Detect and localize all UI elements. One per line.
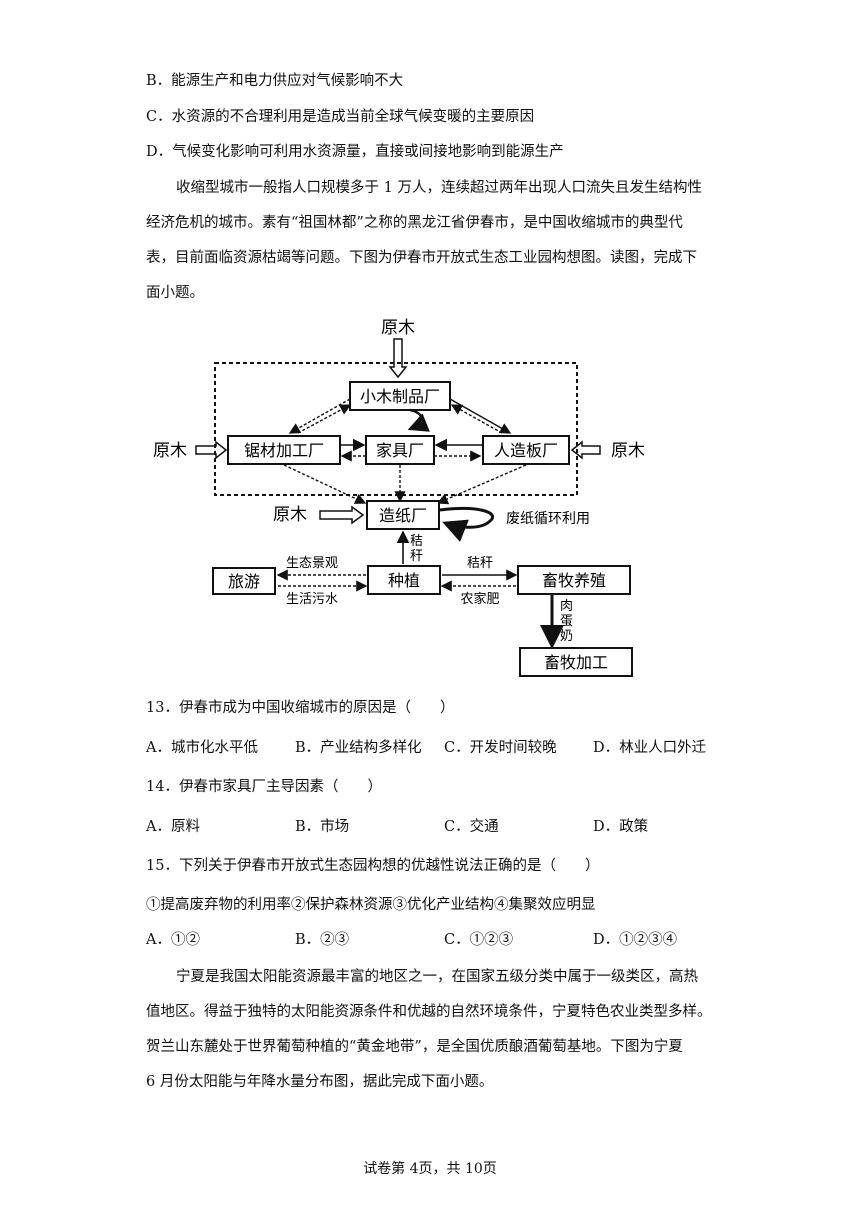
raw-wood-right-arrow xyxy=(570,440,601,460)
passage1-line: 面小题。 xyxy=(146,285,204,301)
passage2-line: 贺兰山东麓处于世界葡萄种植的“黄金地带”，是全国优质酿酒葡萄基地。下图为宁夏 xyxy=(146,1039,683,1055)
q13-option-a[interactable]: A．城市化水平低 xyxy=(146,740,258,756)
sawmill-box xyxy=(227,435,341,465)
livestock-processing-box xyxy=(519,647,633,677)
page-footer: 试卷第 4页，共 10页 xyxy=(363,1161,497,1177)
furniture-factory-label: 家具厂 xyxy=(376,441,424,460)
q13-stem: 13．伊春市成为中国收缩城市的原因是（ ） xyxy=(146,700,455,716)
livestock-label: 畜牧养殖 xyxy=(542,571,606,590)
q15-statements: ①提高废弃物的利用率②保护森林资源③优化产业结构④集聚效应明显 xyxy=(146,897,596,913)
prev-option-d: D．气候变化影响可利用水资源量，直接或间接地影响到能源生产 xyxy=(146,144,564,160)
raw-wood-right-label: 原木 xyxy=(611,441,645,461)
raw-wood-top-label: 原木 xyxy=(381,318,415,338)
passage1-line: 收缩型城市一般指人口规模多于 1 万人，连续超过两年出现人口流失且发生结构性 xyxy=(176,180,702,196)
milk-label: 奶 xyxy=(560,629,573,644)
planting-box xyxy=(367,565,441,595)
q13-option-b[interactable]: B．产业结构多样化 xyxy=(295,740,422,756)
straw-label-1: 秸 xyxy=(410,534,423,549)
q15-option-d[interactable]: D．①②③④ xyxy=(593,932,678,948)
passage2-line: 值地区。得益于独特的太阳能资源条件和优越的自然环境条件，宁夏特色农业类型多样。 xyxy=(146,1004,712,1020)
raw-wood-top-arrow xyxy=(388,338,408,379)
raw-wood-left-arrow xyxy=(195,440,228,460)
waste-paper-loop-arrow xyxy=(439,506,494,542)
small-wood-to-furniture-arrow xyxy=(407,408,430,432)
sawmill-label: 锯材加工厂 xyxy=(244,441,324,460)
manure-label: 农家肥 xyxy=(460,591,499,607)
sawmill-small-wood-dashed-arrow xyxy=(297,404,352,434)
panel-factory-box xyxy=(482,435,570,465)
passage2-line: 宁夏是我国太阳能资源最丰富的地区之一，在国家五级分类中属于一级类区，高热 xyxy=(176,969,698,985)
paper-mill-label: 造纸厂 xyxy=(379,506,427,525)
paper-mill-box xyxy=(366,500,440,530)
straw-label-2: 秆 xyxy=(410,549,423,564)
egg-label: 蛋 xyxy=(560,614,573,629)
tourism-box xyxy=(212,567,276,595)
small-wood-factory-label: 小木制品厂 xyxy=(360,387,440,406)
q14-option-a[interactable]: A．原料 xyxy=(146,819,200,835)
q13-option-c[interactable]: C．开发时间较晚 xyxy=(444,740,557,756)
small-wood-sawmill-dashed-arrow xyxy=(288,398,351,434)
straw-h-label: 秸秆 xyxy=(467,556,493,571)
sewage-label: 生活污水 xyxy=(286,592,338,607)
planting-label: 种植 xyxy=(388,571,420,590)
q14-option-d[interactable]: D．政策 xyxy=(593,819,649,835)
tourism-label: 旅游 xyxy=(228,572,260,591)
eco-landscape-label: 生态景观 xyxy=(286,556,338,571)
panel-factory-label: 人造板厂 xyxy=(494,441,558,460)
q14-option-c[interactable]: C．交通 xyxy=(444,819,499,835)
sawmill-to-paper-dashed-arrow xyxy=(283,464,367,504)
q15-option-a[interactable]: A．①② xyxy=(146,932,200,948)
small-wood-panel-arrow xyxy=(449,398,512,434)
raw-wood-paper-label: 原木 xyxy=(273,505,307,525)
panel-small-wood-dashed-arrow xyxy=(450,404,503,434)
q15-option-c[interactable]: C．①②③ xyxy=(444,932,514,948)
livestock-box xyxy=(517,565,631,595)
prev-option-b: B．能源生产和电力供应对气候影响不大 xyxy=(146,73,404,89)
small-wood-factory-box xyxy=(349,381,451,411)
q14-stem: 14．伊春市家具厂主导因素（ ） xyxy=(146,779,382,795)
passage2-line: 6 月份太阳能与年降水量分布图，据此完成下面小题。 xyxy=(146,1074,494,1090)
q14-option-b[interactable]: B．市场 xyxy=(295,819,350,835)
passage1-line: 经济危机的城市。素有“祖国林都”之称的黑龙江省伊春市，是中国收缩城市的典型代 xyxy=(146,215,683,231)
passage1-line: 表，目前面临资源枯竭等问题。下图为伊春市开放式生态工业园构想图。读图，完成下 xyxy=(146,250,697,266)
raw-wood-left-label: 原木 xyxy=(153,441,187,461)
furniture-factory-box xyxy=(365,435,435,465)
q15-option-b[interactable]: B．②③ xyxy=(295,932,350,948)
livestock-processing-label: 畜牧加工 xyxy=(544,653,608,672)
raw-wood-paper-arrow xyxy=(319,505,365,525)
eco-industrial-park-diagram: 原木 小木制品厂 锯材加工厂 家具厂 人造板厂 原木 原木 造纸厂 原木 废纸循… xyxy=(153,318,645,677)
waste-paper-label: 废纸循环利用 xyxy=(506,511,590,527)
q15-stem: 15．下列关于伊春市开放式生态园构想的优越性说法正确的是（ ） xyxy=(146,858,600,874)
q13-option-d[interactable]: D．林业人口外迁 xyxy=(593,740,707,756)
panel-to-paper-dashed-arrow xyxy=(436,464,527,505)
meat-label: 肉 xyxy=(560,599,573,614)
prev-option-c: C．水资源的不合理利用是造成当前全球气候变暖的主要原因 xyxy=(146,109,535,125)
